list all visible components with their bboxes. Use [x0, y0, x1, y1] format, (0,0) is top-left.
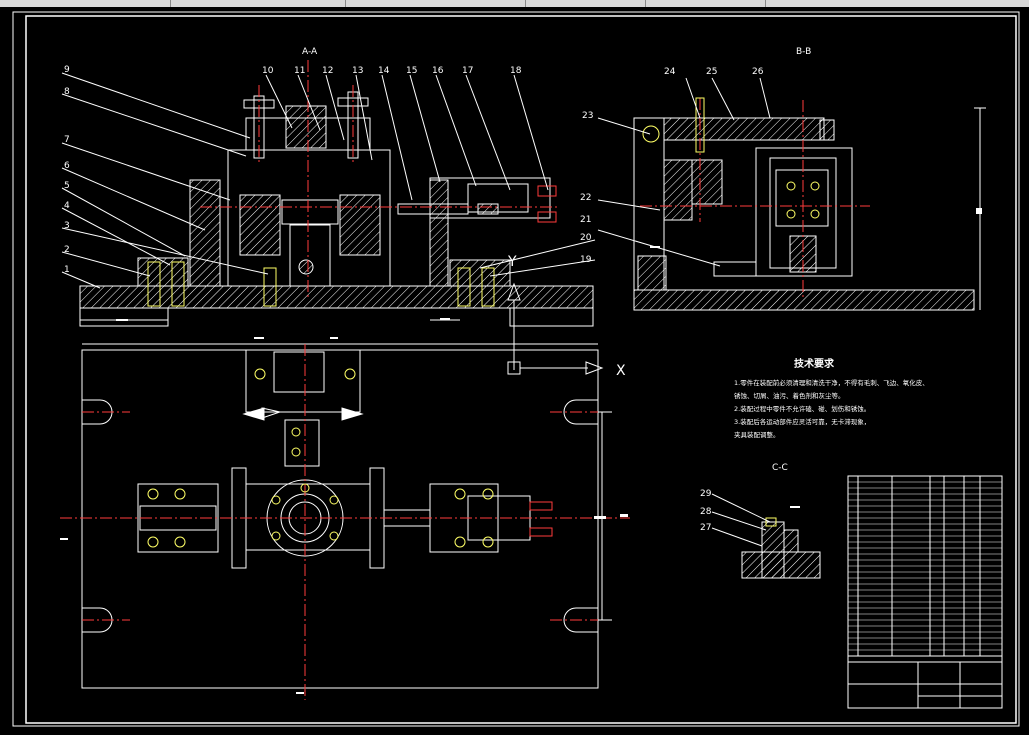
parts-list-table	[847, 475, 1003, 709]
section-bb-centerlines	[640, 98, 870, 300]
callout-9: 9	[64, 65, 70, 75]
section-bb-bolts	[642, 97, 820, 219]
callout-numbers-right: 19 20 21 22	[580, 193, 592, 265]
title-segment	[345, 0, 526, 7]
callout-13: 13	[352, 66, 363, 76]
plan-view	[81, 343, 612, 689]
title-segment	[170, 0, 346, 7]
callout-14: 14	[378, 66, 390, 76]
callout-26: 26	[752, 67, 764, 77]
axis-label-y: Y	[507, 254, 517, 270]
callout-leaders-right	[479, 239, 596, 277]
callout-11: 11	[294, 66, 305, 76]
title-segment	[645, 0, 766, 7]
callout-29: 29	[700, 489, 712, 499]
ucs-axis-indicator	[507, 282, 604, 375]
tech-req-line: 夹具装配调整。	[734, 430, 780, 439]
callout-numbers-top: 10 11 12 13 14 15 16 17 18	[262, 66, 522, 76]
section-label-bb: B-B	[796, 47, 811, 57]
section-label-cc: C-C	[772, 463, 788, 473]
tech-req-line: 锈蚀、切屑、油污、着色剂和灰尘等。	[734, 391, 845, 400]
tech-req-line: 1.零件在装配前必须清理和清洗干净，不得有毛刺、飞边、氧化皮、	[734, 378, 929, 387]
callout-16: 16	[432, 66, 444, 76]
section-bb-view	[633, 107, 986, 311]
window-title-bar	[0, 0, 1029, 7]
callout-12: 12	[322, 66, 333, 76]
callout-28: 28	[700, 507, 712, 517]
callout-leaders-left	[61, 72, 269, 289]
axis-label-x: X	[616, 363, 626, 379]
callout-leaders-top	[265, 74, 549, 201]
callout-10: 10	[262, 66, 274, 76]
technical-requirements: 技术要求 1.零件在装配前必须清理和清洗干净，不得有毛刺、飞边、氧化皮、 锈蚀、…	[734, 357, 929, 439]
title-segment	[525, 0, 646, 7]
callout-3: 3	[64, 221, 70, 231]
callout-6: 6	[64, 161, 70, 171]
plan-view-centerlines	[60, 344, 630, 700]
outer-frame	[12, 11, 1020, 727]
inner-frame	[25, 15, 1017, 724]
section-aa-view	[79, 91, 594, 327]
plan-view-bolts	[147, 368, 494, 548]
callout-19: 19	[580, 255, 592, 265]
callout-20: 20	[580, 233, 592, 243]
section-label-aa: A-A	[302, 47, 318, 57]
callout-8: 8	[64, 87, 70, 97]
callout-24: 24	[664, 67, 676, 77]
callout-1: 1	[64, 265, 70, 275]
callout-5: 5	[64, 181, 70, 191]
tech-req-title: 技术要求	[794, 357, 835, 370]
callout-7: 7	[64, 135, 70, 145]
callout-25: 25	[706, 67, 717, 77]
callout-27: 27	[700, 523, 711, 533]
tech-req-line: 2.装配过程中零件不允许磕、碰、划伤和锈蚀。	[734, 404, 870, 413]
cad-drawing-canvas[interactable]: 9 8 7 6 5 4 3 2 1 10 11 12 13 14 15 16 1…	[0, 7, 1029, 735]
dimension-marks	[60, 208, 982, 694]
callout-23: 23	[582, 111, 593, 121]
title-segment	[0, 0, 171, 7]
tech-req-line: 3.装配后各运动部件应灵活可靠，无卡滞现象，	[734, 417, 870, 426]
callout-22: 22	[580, 193, 591, 203]
callout-leaders-cc	[711, 493, 771, 547]
callout-numbers-left: 9 8 7 6 5 4 3 2 1	[64, 65, 70, 275]
callout-2: 2	[64, 245, 70, 255]
parts-list-rows	[848, 481, 1002, 651]
plan-view-clamp-arms	[242, 407, 364, 421]
callout-numbers-bb: 23 24 25 26	[582, 67, 764, 121]
section-cc-view	[741, 517, 821, 579]
callout-4: 4	[64, 201, 70, 211]
callout-21: 21	[580, 215, 591, 225]
callout-numbers-cc: 29 28 27	[700, 489, 712, 533]
callout-18: 18	[510, 66, 522, 76]
callout-17: 17	[462, 66, 473, 76]
callout-15: 15	[406, 66, 417, 76]
